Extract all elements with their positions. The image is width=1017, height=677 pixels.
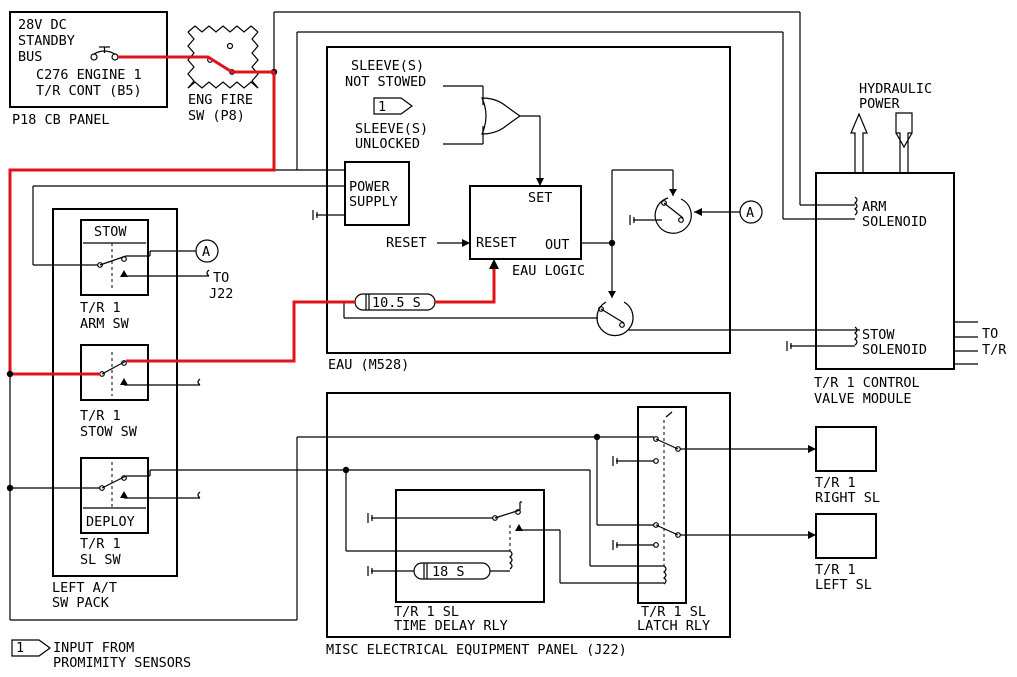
ref-a-eau: A: [746, 205, 754, 221]
sl-sw-2: SL SW: [80, 552, 122, 568]
timer-tdr: 18 S: [432, 564, 465, 580]
p18-label: P18 CB PANEL: [12, 112, 110, 128]
hyd-1: HYDRAULIC: [859, 81, 932, 97]
note-flag-eau: 1: [378, 99, 386, 115]
stow-sw-1: T/R 1: [80, 408, 121, 424]
hyd-2: POWER: [859, 96, 901, 112]
cb-label-2: T/R CONT (B5): [36, 83, 142, 99]
out-label: OUT: [545, 237, 569, 253]
stow-button-label: STOW: [94, 224, 127, 240]
eng-fire-label-2: SW (P8): [188, 108, 245, 124]
pack-label-2: SW PACK: [52, 595, 110, 611]
misc-panel: MISC ELECTRICAL EQUIPMENT PANEL (J22) T/…: [297, 392, 816, 658]
sleeve-unlocked-1: SLEEVE(S): [355, 121, 428, 137]
bus-label-1: 28V DC: [18, 17, 67, 33]
deploy-button-label: DEPLOY: [86, 514, 135, 530]
stow-solenoid-1: STOW: [862, 327, 895, 343]
control-valve-module: HYDRAULIC POWER ARM SOLENOID STOW SOLENO…: [786, 81, 1007, 407]
eau-logic-label: EAU LOGIC: [512, 263, 585, 279]
proximity-label: PROMIMITY SENSORS: [53, 655, 191, 671]
right-sl-1: T/R 1: [815, 475, 856, 491]
set-label: SET: [528, 190, 552, 206]
reset-ext-label: RESET: [386, 235, 427, 251]
left-sl-1: T/R 1: [815, 562, 856, 578]
input-from-label: INPUT FROM: [53, 640, 134, 656]
arm-solenoid-1: ARM: [862, 199, 886, 215]
cvm-label-1: T/R 1 CONTROL: [814, 375, 920, 391]
latch-label-2: LATCH RLY: [637, 618, 710, 634]
sleeve-unlocked-2: UNLOCKED: [355, 136, 420, 152]
arm-sw-1: T/R 1: [80, 300, 121, 316]
cvm-label-2: VALVE MODULE: [814, 391, 912, 407]
bus-label-3: BUS: [18, 49, 42, 65]
ref-a-pack: A: [202, 244, 210, 260]
left-sl-2: LEFT SL: [815, 577, 872, 593]
to-j22-1: TO: [213, 270, 229, 286]
stow-solenoid-2: SOLENOID: [862, 342, 927, 358]
sl-sw-1: T/R 1: [80, 536, 121, 552]
pack-label-1: LEFT A/T: [52, 580, 117, 596]
misc-label: MISC ELECTRICAL EQUIPMENT PANEL (J22): [326, 642, 627, 658]
eau-box: EAU (M528) SLEEVE(S) NOT STOWED SLEEVE(S…: [312, 46, 860, 373]
sl-lights: T/R 1 RIGHT SL T/R 1 LEFT SL: [815, 426, 880, 593]
bus-label-2: STANDBY: [18, 33, 75, 49]
sleeve-not-stowed-2: NOT STOWED: [345, 74, 426, 90]
eng-fire-label-1: ENG FIRE: [188, 92, 253, 108]
legend: 1 INPUT FROM PROMIMITY SENSORS: [11, 639, 191, 671]
arm-sw-2: ARM SW: [80, 316, 130, 332]
eng-fire-switch: ENG FIRE SW (P8): [187, 25, 259, 124]
p18-cb-panel: 28V DC STANDBY BUS C276 ENGINE 1 T/R CON…: [9, 11, 168, 128]
stow-sw-2: STOW SW: [80, 424, 138, 440]
to-tr-1: TO: [982, 326, 998, 342]
right-sl-2: RIGHT SL: [815, 490, 880, 506]
tdr-label-1: T/R 1 SL: [394, 604, 459, 620]
latch-label-1: T/R 1 SL: [641, 604, 706, 620]
energized-path: [6, 55, 499, 378]
sleeve-not-stowed-1: SLEEVE(S): [351, 58, 424, 74]
eau-label: EAU (M528): [328, 357, 409, 373]
left-at-switch-pack: LEFT A/T SW PACK STOW T/R 1 ARM SW T/R 1…: [52, 208, 178, 611]
to-j22-2: J22: [209, 286, 233, 302]
wiring: [9, 11, 855, 621]
note-flag-legend: 1: [16, 640, 24, 656]
reset-in-label: RESET: [476, 235, 517, 251]
pack-contacts: A TO J22: [6, 239, 346, 499]
power-supply-2: SUPPLY: [349, 194, 398, 210]
tdr-label-2: TIME DELAY RLY: [394, 618, 508, 634]
timer-eau: 10.5 S: [372, 295, 421, 311]
to-tr-2: T/R: [982, 342, 1007, 358]
power-supply-1: POWER: [349, 179, 391, 195]
cb-label-1: C276 ENGINE 1: [36, 67, 142, 83]
arm-solenoid-2: SOLENOID: [862, 214, 927, 230]
